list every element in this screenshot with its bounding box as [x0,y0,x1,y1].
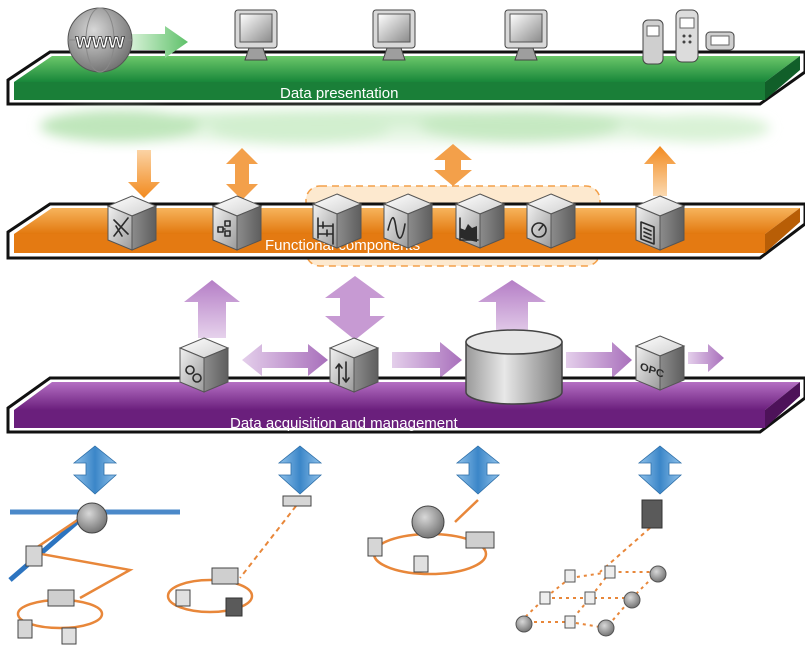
sensor-node-icon [539,591,551,605]
monitor-icon [504,9,548,61]
network-cluster-1 [8,502,180,645]
sensor-node-icon [604,565,616,579]
gears-cube-icon [178,337,230,393]
arrow-down-orange [128,150,160,198]
sensor-node-icon [564,615,576,629]
server-icon [367,537,383,557]
report-cube-icon [634,195,686,251]
switch-icon [282,495,312,507]
sensor-node-icon [584,591,596,605]
network-cluster-4 [515,499,667,637]
workflow-cube-icon [211,195,263,251]
router-icon [76,502,108,534]
network-cluster-3 [367,499,495,576]
layer-label-acquisition: Data acquisition and management [230,415,458,432]
arrow-right-purple [392,342,462,378]
monitor-icon [372,9,416,61]
device-icon [175,589,191,607]
arrow-updown-purple [325,276,385,340]
server-icon [25,545,43,567]
device-icon [225,597,243,617]
layer-data-acquisition: Data acquisition and management [6,376,805,434]
layer-data-presentation: Data presentation [6,50,805,106]
mobile-devices-icon [642,9,735,65]
sensor-disc-icon [623,591,641,609]
opc-cube-icon: OPC [634,335,686,391]
arrow-updown-blue [637,445,683,495]
www-label: www [74,30,125,53]
trend-chart-cube-icon [454,193,506,249]
network-cluster-2 [166,495,312,617]
layer-label-presentation: Data presentation [280,85,398,102]
arrow-right-purple [688,344,724,372]
controller-icon [47,589,75,607]
arrow-up-orange [644,146,676,196]
arrow-up-purple [478,280,546,338]
device-icon [61,627,77,645]
sensor-disc-icon [515,615,533,633]
gateway-icon [641,499,663,529]
router-icon [411,505,445,539]
globe-icon: www [67,7,188,73]
waveform-cube-icon [382,193,434,249]
ladder-logic-cube-icon [311,193,363,249]
sensor-node-icon [564,569,576,583]
server-icon [17,619,33,639]
sensor-disc-icon [597,619,615,637]
arrow-updown-blue [277,445,323,495]
layer-functional-components: Functional components [6,202,805,260]
cloud [40,110,770,146]
tools-cube-icon [106,195,158,251]
arrow-updown-blue [455,445,501,495]
arrow-updown-orange [226,148,258,200]
arrow-bidirectional-purple [242,344,328,376]
transfer-cube-icon [328,337,380,393]
controller-icon [465,531,495,549]
database-icon [465,329,563,405]
arrow-updown-orange [434,144,472,186]
device-icon [413,555,429,573]
gauge-cube-icon [525,193,577,249]
arrow-right-purple [566,342,632,378]
arrow-up-purple [184,280,240,338]
monitor-icon [234,9,278,61]
arrow-updown-blue [72,445,118,495]
controller-icon [211,567,239,585]
sensor-disc-icon [649,565,667,583]
